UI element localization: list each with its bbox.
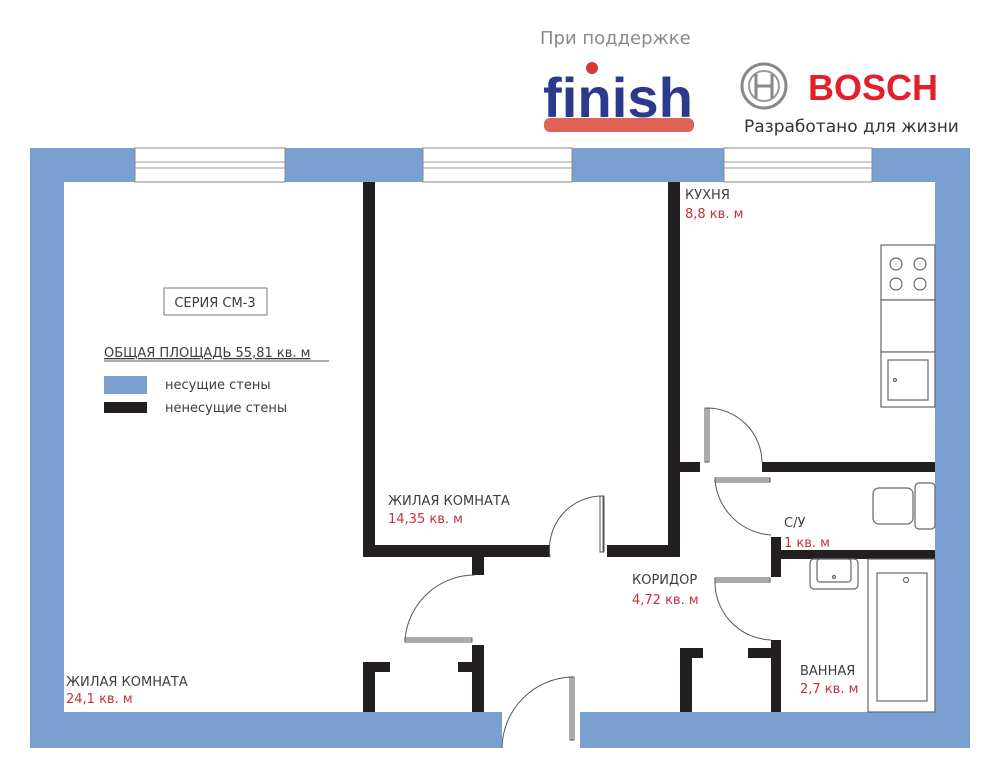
room-kitchen: КУХНЯ 8,8 кв. м bbox=[685, 188, 743, 222]
kitchen-sink bbox=[880, 351, 936, 408]
windows bbox=[134, 147, 873, 183]
kitchen-counter bbox=[880, 299, 936, 353]
toilet bbox=[872, 482, 936, 530]
doors bbox=[404, 407, 772, 749]
series-box bbox=[163, 287, 268, 316]
room-bathroom: ВАННАЯ 2,7 кв. м bbox=[800, 664, 858, 697]
svg-text:2,7 кв. м: 2,7 кв. м bbox=[800, 682, 858, 697]
kitchen-stove bbox=[880, 244, 936, 301]
svg-text:КОРИДОР: КОРИДОР bbox=[632, 573, 697, 588]
non-bearing-walls bbox=[363, 182, 935, 712]
svg-text:ЖИЛАЯ КОМНАТА: ЖИЛАЯ КОМНАТА bbox=[388, 494, 510, 509]
svg-text:8,8 кв. м: 8,8 кв. м bbox=[685, 207, 743, 222]
room-living-small: ЖИЛАЯ КОМНАТА 14,35 кв. м bbox=[388, 494, 510, 527]
total-area: ОБЩАЯ ПЛОЩАДЬ 55,81 кв. м bbox=[104, 346, 310, 361]
bosch-slogan: Разработано для жизни bbox=[744, 117, 959, 137]
legend-swatch-non-bearing bbox=[104, 402, 147, 413]
svg-text:finish: finish bbox=[543, 66, 693, 129]
svg-text:24,1 кв. м: 24,1 кв. м bbox=[66, 692, 133, 707]
legend-label-non-bearing: ненесущие стены bbox=[165, 401, 287, 416]
svg-text:14,35 кв. м: 14,35 кв. м bbox=[388, 512, 463, 527]
legend-label-bearing: несущие стены bbox=[165, 378, 271, 393]
series-label: СЕРИЯ СМ-3 bbox=[174, 296, 255, 311]
svg-text:BOSCH: BOSCH bbox=[808, 67, 938, 108]
bearing-walls bbox=[30, 148, 970, 748]
svg-text:ВАННАЯ: ВАННАЯ bbox=[800, 664, 855, 679]
svg-text:ЖИЛАЯ КОМНАТА: ЖИЛАЯ КОМНАТА bbox=[66, 675, 188, 690]
room-toilet: С/У 1 кв. м bbox=[784, 516, 830, 551]
finish-logo: finish bbox=[543, 62, 694, 132]
bathtub bbox=[867, 558, 936, 713]
svg-text:КУХНЯ: КУХНЯ bbox=[685, 188, 730, 203]
legend-swatch-bearing bbox=[104, 376, 147, 394]
room-corridor: КОРИДОР 4,72 кв. м bbox=[632, 573, 699, 608]
bathroom-sink bbox=[809, 558, 859, 590]
svg-text:1 кв. м: 1 кв. м bbox=[784, 536, 830, 551]
bosch-logo: BOSCH Разработано для жизни bbox=[740, 62, 959, 137]
support-text: При поддержке bbox=[540, 28, 691, 49]
svg-text:4,72 кв. м: 4,72 кв. м bbox=[632, 593, 699, 608]
svg-text:С/У: С/У bbox=[784, 516, 805, 531]
room-living-large: ЖИЛАЯ КОМНАТА 24,1 кв. м bbox=[66, 675, 188, 707]
